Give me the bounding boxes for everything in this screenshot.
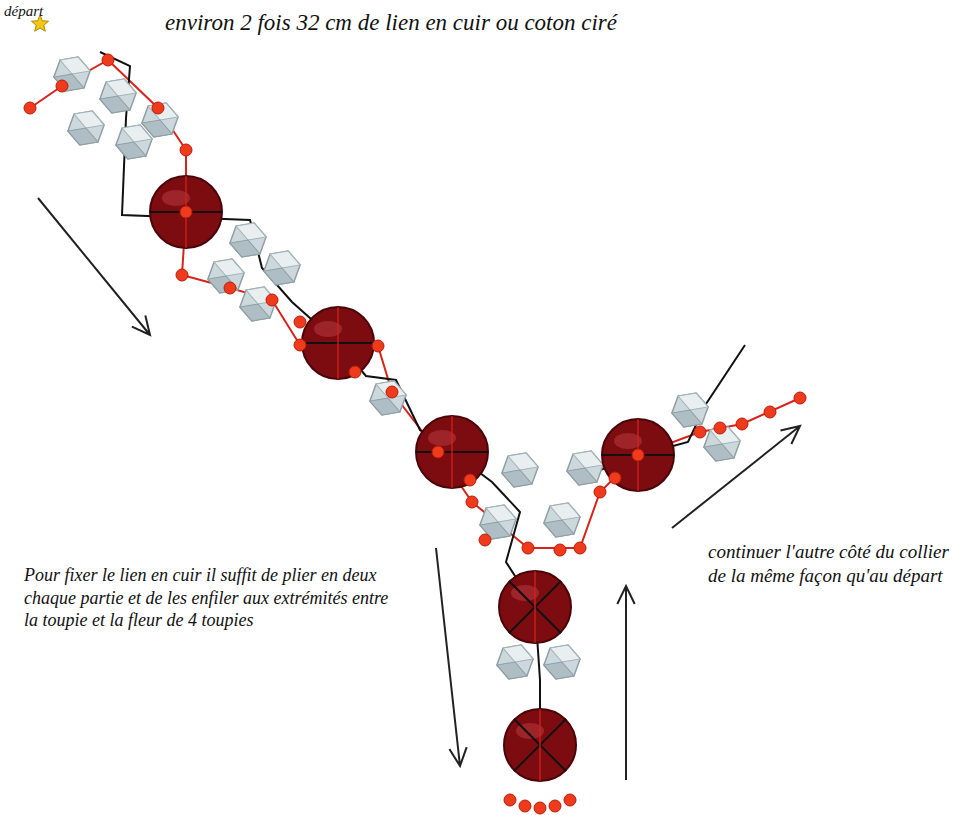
- seed-bead: [714, 422, 726, 434]
- seed-bead: [24, 102, 36, 114]
- seed-bead: [794, 392, 806, 404]
- seed-bead: [294, 316, 306, 328]
- crystal-bicone: [65, 106, 107, 151]
- crystal-bicone: [367, 376, 409, 421]
- seed-bead: [549, 800, 561, 812]
- seed-bead: [464, 474, 476, 486]
- seed-bead: [180, 206, 192, 218]
- seed-bead: [294, 339, 306, 351]
- crystal-bicone: [205, 254, 247, 299]
- seed-bead: [522, 542, 534, 554]
- red-bead: [150, 176, 222, 248]
- seed-bead: [564, 794, 576, 806]
- seed-bead: [764, 406, 776, 418]
- seed-bead: [534, 802, 546, 814]
- red-bead: [416, 416, 488, 488]
- start-label: départ: [4, 2, 43, 21]
- red-bead: [499, 571, 571, 643]
- seed-bead: [504, 794, 516, 806]
- seed-bead: [349, 366, 361, 378]
- seed-bead: [176, 269, 188, 281]
- crystal-bicone: [669, 388, 711, 433]
- crystal-bicone: [227, 218, 269, 263]
- crystal-bicone: [499, 448, 541, 493]
- direction-arrow: [617, 586, 634, 780]
- seed-bead: [574, 542, 586, 554]
- crystal-bicone: [701, 422, 743, 467]
- crystal-bicone: [139, 98, 181, 143]
- crystal-bicone: [541, 640, 583, 685]
- crystal-bicone: [541, 498, 583, 543]
- seed-bead: [594, 486, 606, 498]
- seed-bead: [372, 340, 384, 352]
- seed-bead: [694, 426, 706, 438]
- crystal-bicone: [564, 446, 606, 491]
- instruction-note: Pour fixer le lien en cuir il suffit de …: [24, 564, 396, 632]
- seed-bead: [479, 534, 491, 546]
- seed-bead: [554, 544, 566, 556]
- black-thread: [100, 52, 540, 745]
- crystal-bicone: [261, 246, 303, 291]
- red-bead: [302, 307, 374, 379]
- red-bead: [602, 419, 674, 491]
- direction-arrow: [436, 548, 467, 766]
- seed-bead: [180, 144, 192, 156]
- seed-bead: [266, 294, 278, 306]
- crystal-bicone: [494, 640, 536, 685]
- red-thread: [30, 60, 800, 548]
- crystal-bicone: [97, 74, 139, 119]
- seed-bead: [519, 800, 531, 812]
- seed-bead: [386, 386, 398, 398]
- seed-bead: [466, 496, 478, 508]
- crystal-bicone: [237, 282, 279, 327]
- instruction-note: continuer l'autre côté du collier de la …: [708, 540, 958, 588]
- direction-arrow: [38, 198, 150, 335]
- seed-bead: [224, 282, 236, 294]
- seed-bead: [736, 418, 748, 430]
- seed-bead: [152, 102, 164, 114]
- seed-bead: [632, 449, 644, 461]
- seed-bead: [609, 472, 621, 484]
- red-bead: [504, 709, 576, 781]
- seed-bead: [56, 80, 68, 92]
- title: environ 2 fois 32 cm de lien en cuir ou …: [165, 10, 617, 36]
- seed-bead: [432, 446, 444, 458]
- seed-bead: [102, 54, 114, 66]
- direction-arrow: [672, 426, 800, 528]
- crystal-bicone: [51, 52, 93, 97]
